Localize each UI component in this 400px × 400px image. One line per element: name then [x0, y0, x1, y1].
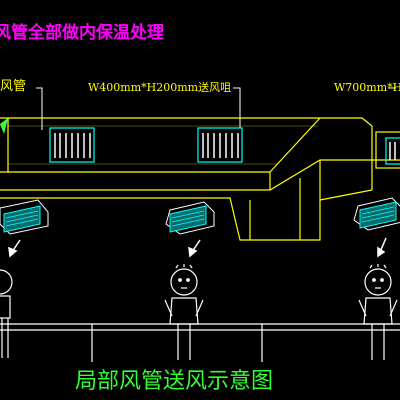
side-grille-mid	[197, 127, 243, 163]
duct-body	[0, 117, 400, 241]
airflow-arrow-right	[377, 237, 387, 258]
airflow-arrows	[8, 237, 387, 258]
diffuser-left	[0, 199, 49, 235]
duct-right-slope	[269, 117, 321, 173]
side-grille-right	[385, 137, 400, 165]
label-duct: 风管	[0, 79, 26, 94]
diagram-caption: 局部风管送风示意图	[75, 369, 273, 394]
person-figure-mid	[164, 264, 204, 360]
duct-left-end	[0, 117, 9, 173]
leader-duct	[36, 87, 43, 130]
diffuser-right	[353, 197, 400, 231]
duct-hatch	[8, 125, 318, 165]
label-grille-mid: W400mm*H200mm送风咀	[88, 80, 231, 94]
partition-rail	[0, 323, 400, 362]
person-figure-left	[0, 269, 13, 358]
callout-leaders	[36, 87, 396, 130]
duct-accent	[0, 118, 8, 134]
diffuser-mid	[165, 201, 215, 235]
person-figure-right	[358, 264, 398, 360]
leader-grille-mid	[233, 87, 241, 128]
side-grille-left	[49, 127, 95, 163]
duct-lower-edge	[0, 159, 400, 191]
header-note: 风管全部做内保温处理	[0, 22, 164, 43]
duct-branch-right	[375, 131, 400, 169]
label-grille-right: W700mm*H4	[334, 81, 400, 94]
airflow-arrow-mid	[188, 239, 201, 258]
airflow-arrow-left	[8, 239, 21, 258]
duct-top-right	[320, 117, 373, 127]
